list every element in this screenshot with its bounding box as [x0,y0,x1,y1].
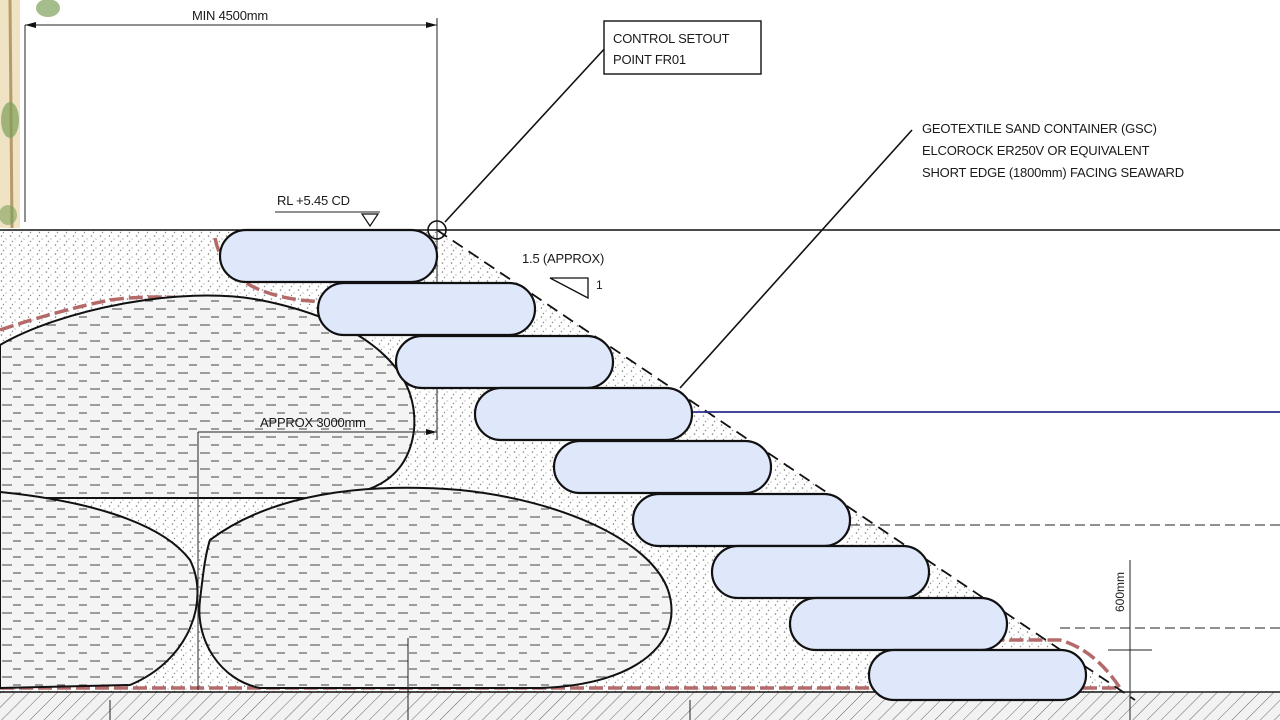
sand-container [218,228,439,284]
bag-height-dimension [1108,560,1152,720]
slope-unit-label: 1 [596,278,603,292]
sand-containers [218,228,1088,702]
vegetation [0,0,60,229]
boulder-lower-right [198,486,673,689]
sand-container [631,492,852,548]
control-point-line1: CONTROL SETOUT [613,31,730,46]
slope-triangle [549,277,589,300]
control-point-marker [427,220,447,240]
boulder-upper [0,294,416,500]
sand-container [867,648,1088,702]
gsc-label-line1: GEOTEXTILE SAND CONTAINER (GSC) [922,121,1157,136]
bag-height-label: 600mm [1113,572,1127,612]
approx-width-label: APPROX 3000mm [260,415,366,430]
rl-label: RL +5.45 CD [277,193,350,208]
sand-container [316,281,537,337]
rl-marker [275,211,380,228]
boulder-lower-left [0,490,199,690]
ground-hatch [0,692,1280,720]
sand-container [710,544,931,600]
gsc-label-line2: ELCOROCK ER250V OR EQUIVALENT [922,143,1150,158]
gsc-label-line3: SHORT EDGE (1800mm) FACING SEAWARD [922,165,1184,180]
slope-line [436,229,1136,701]
slope-ratio-label: 1.5 (APPROX) [522,251,604,266]
boulders [0,294,673,690]
sand-container [552,439,773,495]
sand-container [473,386,694,442]
min-width-label: MIN 4500mm [192,8,268,23]
approx-width-dimension [197,429,437,720]
sand-container [788,596,1009,652]
control-point-line2: POINT FR01 [613,52,686,67]
control-point-box [603,20,762,75]
sand-container [394,334,615,390]
